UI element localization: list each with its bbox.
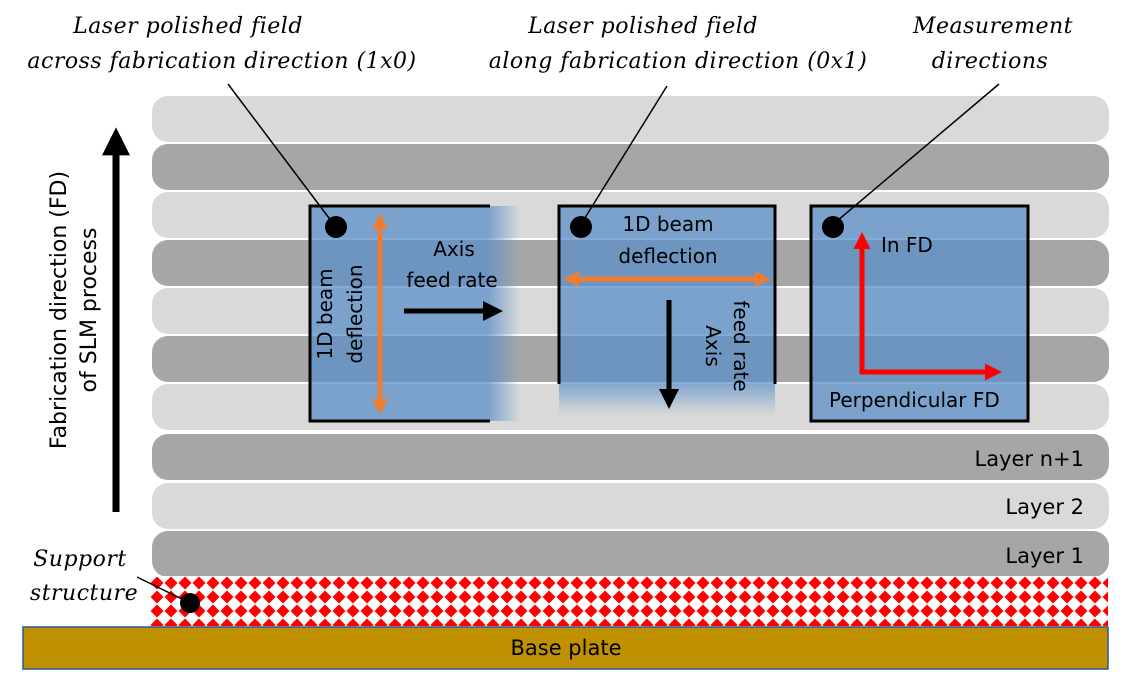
field-0x1-title-line1: Laser polished field	[527, 14, 758, 39]
fd-label-line2: of SLM process	[77, 228, 102, 393]
callout-line-1x0	[227, 83, 333, 223]
field-0x1-border	[557, 204, 777, 384]
feed-rate-label-line1: Axis	[701, 325, 725, 367]
measurement-field-box	[809, 204, 1030, 423]
field-1x0-title-line1: Laser polished field	[72, 14, 303, 39]
field-1x0-title-line2: across fabrication direction (1x0)	[27, 49, 416, 74]
measurement-title-line1: Measurement	[912, 14, 1073, 39]
layer-band	[152, 96, 1109, 142]
fd-label-line1: Fabrication direction (FD)	[47, 171, 72, 449]
callout-line-0x1	[582, 85, 668, 222]
perpendicular-fd-label: Perpendicular FD	[829, 388, 1000, 412]
measurement-title-line2: directions	[932, 49, 1049, 74]
deflection-label-line1: 1D beam	[622, 212, 713, 236]
field-0x1-title-line2: along fabrication direction (0x1)	[489, 49, 868, 74]
support-title-line2: structure	[30, 581, 138, 606]
deflection-label-line1: 1D beam	[313, 268, 337, 359]
callout-line-support	[136, 576, 189, 603]
layer-1-label: Layer 1	[1005, 544, 1084, 568]
field-1x0-border	[308, 204, 490, 423]
measurement-point	[822, 216, 844, 238]
layer-n1-band	[152, 434, 1109, 480]
feed-rate-label-line2: feed rate	[406, 268, 497, 292]
measurement-field: In FD Perpendicular FD	[809, 204, 1030, 423]
layer-1-band	[152, 531, 1109, 577]
layer-2-label: Layer 2	[1005, 495, 1084, 519]
support-title-line1: Support	[33, 547, 127, 572]
layer-band	[152, 144, 1109, 190]
deflection-label-line2: deflection	[343, 264, 367, 363]
layer-n1-label: Layer n+1	[975, 447, 1085, 471]
base-plate	[22, 626, 1109, 670]
deflection-label-line2: deflection	[618, 244, 717, 268]
measurement-point	[325, 216, 347, 238]
field-1x0: 1D beam deflection Axis feed rate	[308, 204, 520, 423]
feed-rate-label-line1: Axis	[433, 237, 475, 261]
measurement-point	[570, 216, 592, 238]
field-0x1: 1D beam deflection Axis feed rate	[557, 204, 777, 415]
layer-2-band	[152, 483, 1109, 529]
feed-rate-label-line2: feed rate	[729, 300, 753, 391]
support-point	[180, 593, 200, 613]
support-structure	[150, 576, 1108, 626]
in-fd-label: In FD	[881, 233, 933, 257]
callout-line-measurement	[836, 83, 1000, 222]
base-plate-label: Base plate	[511, 636, 622, 660]
